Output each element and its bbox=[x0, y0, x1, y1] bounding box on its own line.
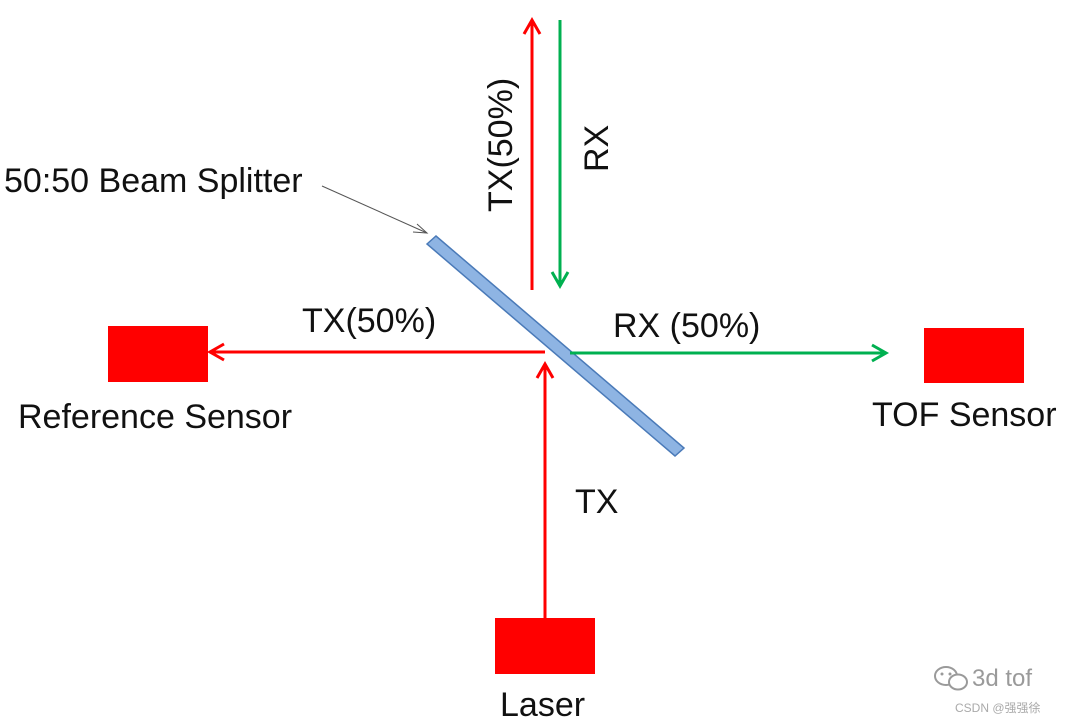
tx-left-label: TX(50%) bbox=[302, 302, 436, 340]
tx-laser-beam-arrowhead bbox=[535, 360, 555, 379]
reference-sensor-label: Reference Sensor bbox=[18, 398, 292, 436]
watermark-brand: 3d tof bbox=[972, 665, 1032, 692]
laser-block bbox=[495, 618, 595, 674]
rx-right-label: RX (50%) bbox=[613, 307, 760, 345]
beam-splitter-pointer-line bbox=[321, 185, 428, 234]
rx-down-beam-arrowhead bbox=[550, 271, 570, 290]
tx-left-beam-arrowhead bbox=[206, 342, 225, 362]
tx-laser-label: TX bbox=[575, 483, 618, 521]
reference-sensor-block bbox=[108, 326, 208, 382]
rx-down-label: RX bbox=[578, 125, 616, 172]
tx-up-label: TX(50%) bbox=[482, 78, 520, 212]
laser-label: Laser bbox=[500, 686, 585, 722]
wechat-logo-icon bbox=[934, 666, 968, 691]
rx-right-beam-arrowhead bbox=[871, 343, 890, 363]
watermark-source: CSDN @强强徐 bbox=[955, 700, 1041, 715]
beam-splitter-plate bbox=[425, 235, 686, 457]
tof-sensor-block bbox=[924, 328, 1024, 383]
beam-splitter-pointer-arrowhead bbox=[412, 223, 429, 234]
tx-up-beam-arrowhead bbox=[522, 16, 542, 35]
beam-splitter-label: 50:50 Beam Splitter bbox=[4, 162, 303, 200]
tof-sensor-label: TOF Sensor bbox=[872, 396, 1057, 434]
